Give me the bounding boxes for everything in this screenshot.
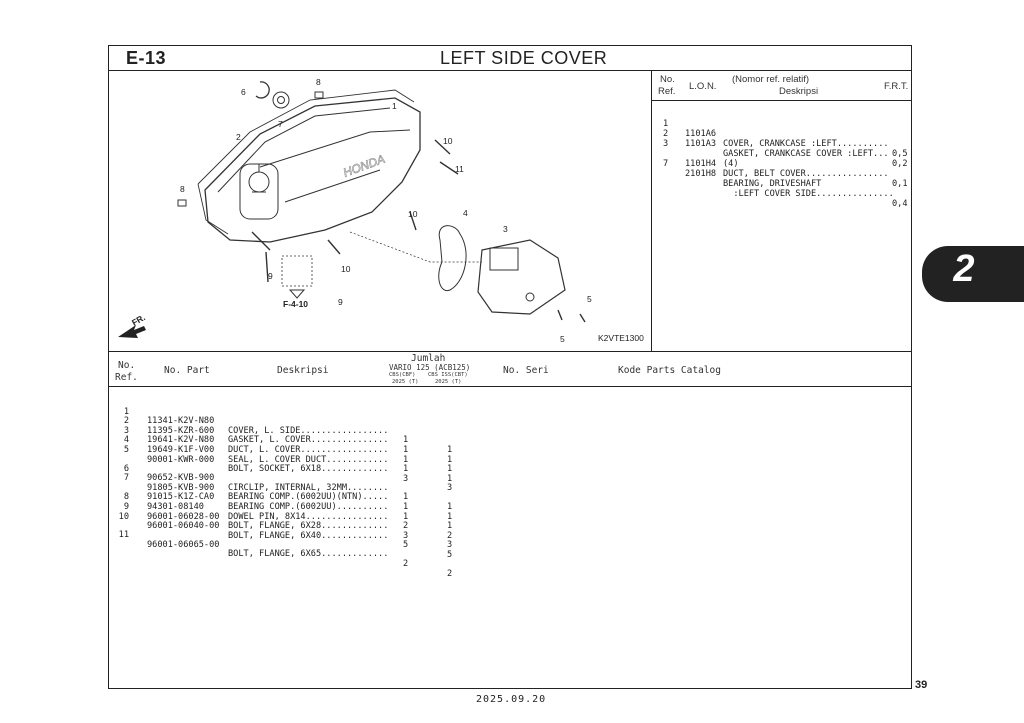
circlip bbox=[255, 81, 270, 99]
lon-header-divider bbox=[651, 100, 912, 101]
title-divider bbox=[108, 70, 912, 72]
parts-col-serial: No. Seri bbox=[503, 365, 549, 376]
footer-date: 2025.09.20 bbox=[476, 694, 547, 705]
table-row: 6 90652-KVB-900 CIRCLIP, INTERNAL, 32MM.… bbox=[123, 463, 453, 512]
section-tab-number: 2 bbox=[953, 248, 975, 290]
callout-number: 1 bbox=[392, 101, 397, 111]
section-tab bbox=[922, 246, 1024, 302]
callout-number: 11 bbox=[455, 164, 464, 174]
lon-col-ref: Ref. bbox=[658, 86, 676, 97]
lon-col-lon: L.O.N. bbox=[689, 81, 717, 92]
cover-outline bbox=[204, 97, 421, 243]
lon-col-frt: F.R.T. bbox=[884, 81, 909, 92]
callout-number: 6 bbox=[241, 87, 246, 97]
callout-number: 10 bbox=[408, 209, 418, 219]
lon-col-no: No. bbox=[660, 74, 675, 85]
table-row: 8 94301-08140 DOWEL PIN, 8X14...........… bbox=[123, 492, 453, 541]
parts-model: VARIO 125 (ACB125) bbox=[389, 363, 471, 372]
fr-label: FR. bbox=[130, 312, 147, 328]
table-row: 7 91805-KVB-900 BEARING COMP.(6002UU)(NT… bbox=[123, 473, 453, 522]
page-title: LEFT SIDE COVER bbox=[440, 48, 608, 68]
table-row: 5 90001-KWR-000 BOLT, SOCKET, 6X18......… bbox=[123, 444, 453, 494]
parts-header-divider bbox=[108, 386, 912, 387]
table-row: 1101H4 DUCT, BELT COVER................ … bbox=[685, 159, 908, 189]
parts-col-desc: Deskripsi bbox=[277, 365, 329, 376]
lon-col-relative: (Nomor ref. relatif) bbox=[732, 74, 810, 85]
page-frame bbox=[108, 45, 912, 689]
table-row: 2 1101A3 GASKET, CRANKCASE COVER :LEFT..… bbox=[663, 129, 908, 169]
parts-variant-1: CBS(CBF) bbox=[389, 372, 416, 378]
table-row: 9 96001-06028-00 BOLT, FLANGE, 6X28.....… bbox=[123, 501, 453, 551]
callout-number: 8 bbox=[316, 77, 321, 87]
callout-number: 10 bbox=[443, 136, 453, 146]
gasket-outline bbox=[197, 89, 415, 185]
table-row: 3 19641-K2V-N80 DUCT, L. COVER..........… bbox=[123, 425, 453, 475]
callout-number: 8 bbox=[180, 184, 185, 194]
table-row: 1 1101A6 COVER, CRANKCASE :LEFT.........… bbox=[663, 119, 908, 159]
dowel-pin bbox=[314, 91, 324, 99]
table-row: :LEFT COVER SIDE............... 0,4 bbox=[723, 189, 908, 209]
parts-variant-1-year: 2025 (T) bbox=[392, 379, 419, 385]
bearing bbox=[272, 91, 290, 109]
fr-arrow-icon bbox=[118, 325, 146, 338]
table-row: 10 96001-06040-00 BOLT, FLANGE, 6X40....… bbox=[118, 511, 453, 560]
image-code: K2VTE1300 bbox=[598, 333, 644, 343]
parts-variant-2: CBS ISS(CBT) bbox=[428, 372, 468, 378]
parts-col-part: No. Part bbox=[164, 365, 210, 376]
parts-col-no: No. bbox=[118, 360, 136, 371]
parts-top-divider bbox=[108, 351, 912, 353]
lon-col-desc: Deskripsi bbox=[779, 86, 819, 97]
callout-number: 5 bbox=[587, 294, 592, 304]
table-row: 3 (4) bbox=[663, 139, 739, 169]
parts-table-body: 1 11341-K2V-N80 COVER, L. SIDE..........… bbox=[110, 398, 470, 579]
parts-col-catalog: Kode Parts Catalog bbox=[618, 365, 721, 376]
callout-number: 9 bbox=[338, 297, 343, 307]
diagram-divider bbox=[651, 70, 653, 351]
table-row: 2 11395-KZR-600 GASKET, L. COVER........… bbox=[123, 416, 453, 465]
callout-number: 10 bbox=[341, 264, 351, 274]
dowel-pin bbox=[177, 199, 187, 207]
lon-table-body: 1 1101A6 COVER, CRANKCASE :LEFT.........… bbox=[658, 109, 910, 209]
ref-label: F-4-10 bbox=[283, 299, 308, 309]
page-number: 39 bbox=[915, 679, 928, 691]
callout-number: 5 bbox=[560, 334, 565, 344]
callout-number: 2 bbox=[236, 132, 241, 142]
belt-duct bbox=[477, 239, 566, 315]
table-row: 91015-K1Z-CA0 BEARING COMP.(6002UU).....… bbox=[147, 492, 453, 532]
duct-seal bbox=[438, 225, 467, 292]
section-code: E-13 bbox=[126, 48, 167, 68]
callout-number: 9 bbox=[268, 271, 273, 281]
exploded-parts-diagram: HONDA 1 2 3 4 5 5 6 7 8 8 9 9 10 10 10 1… bbox=[118, 77, 644, 344]
callout-number: 7 bbox=[278, 119, 283, 129]
parts-col-qty: Jumlah bbox=[411, 353, 446, 364]
table-row: 11 96001-06065-00 BOLT, FLANGE, 6X65....… bbox=[118, 530, 453, 579]
callout-number: 4 bbox=[463, 208, 468, 218]
table-row: 4 19649-K1F-V00 SEAL, L. COVER DUCT.....… bbox=[123, 435, 453, 484]
table-row: 7 2101H8 BEARING, DRIVESHAFT bbox=[663, 159, 822, 189]
callout-number: 3 bbox=[503, 224, 508, 234]
bolts bbox=[251, 139, 459, 283]
table-row: 1 11341-K2V-N80 COVER, L. SIDE..........… bbox=[123, 406, 453, 455]
parts-variant-2-year: 2025 (T) bbox=[435, 379, 462, 385]
parts-col-ref: Ref. bbox=[115, 372, 138, 383]
